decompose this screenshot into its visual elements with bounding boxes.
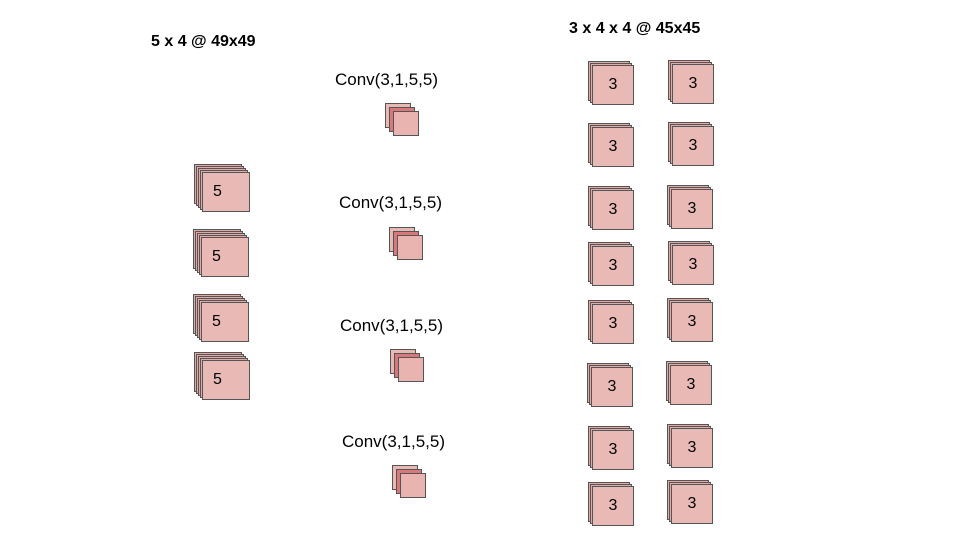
output-stack: 3 <box>588 426 636 472</box>
input-stack-label: 5 <box>202 360 250 400</box>
kernel-layer <box>393 111 419 136</box>
kernel-layer <box>400 473 426 498</box>
output-stack-label: 3 <box>592 304 634 344</box>
input-stack: 5 <box>193 294 251 344</box>
output-stack: 3 <box>667 185 715 231</box>
output-stack: 3 <box>668 60 716 106</box>
conv-kernel-stack <box>385 103 421 137</box>
output-stack: 3 <box>588 61 636 107</box>
output-stack: 3 <box>588 186 636 232</box>
output-stack-label: 3 <box>671 484 713 524</box>
output-stack-label: 3 <box>592 127 634 167</box>
conv-label: Conv(3,1,5,5) <box>335 70 438 89</box>
output-stack: 3 <box>668 122 716 168</box>
conv-kernel-stack <box>392 465 428 499</box>
output-stack-label: 3 <box>671 428 713 468</box>
input-heading: 5 x 4 @ 49x49 <box>151 33 256 50</box>
input-stack-label: 5 <box>201 237 249 277</box>
output-stack: 3 <box>667 298 715 344</box>
output-stack-label: 3 <box>672 126 714 166</box>
conv-label: Conv(3,1,5,5) <box>342 432 445 451</box>
kernel-layer <box>398 357 424 382</box>
output-stack: 3 <box>668 241 716 287</box>
output-stack: 3 <box>666 361 714 407</box>
output-stack: 3 <box>588 482 636 528</box>
output-stack: 3 <box>588 123 636 169</box>
output-stack-label: 3 <box>671 189 713 229</box>
output-stack-label: 3 <box>592 190 634 230</box>
output-stack: 3 <box>588 242 636 288</box>
input-stack-label: 5 <box>201 302 249 342</box>
conv-label: Conv(3,1,5,5) <box>339 193 442 212</box>
kernel-layer <box>397 235 423 260</box>
input-stack: 5 <box>194 164 252 214</box>
output-stack-label: 3 <box>592 430 634 470</box>
conv-kernel-stack <box>389 227 425 261</box>
output-stack: 3 <box>667 480 715 526</box>
conv-kernel-stack <box>390 349 426 383</box>
output-stack-label: 3 <box>671 302 713 342</box>
input-stack: 5 <box>194 352 252 402</box>
output-stack-label: 3 <box>592 65 634 105</box>
output-stack-label: 3 <box>592 246 634 286</box>
output-stack-label: 3 <box>672 245 714 285</box>
input-stack-label: 5 <box>202 172 250 212</box>
output-stack-label: 3 <box>592 486 634 526</box>
output-stack: 3 <box>587 363 635 409</box>
output-heading: 3 x 4 x 4 @ 45x45 <box>569 20 701 37</box>
conv-label: Conv(3,1,5,5) <box>340 316 443 335</box>
output-stack-label: 3 <box>670 365 712 405</box>
output-stack-label: 3 <box>591 367 633 407</box>
output-stack: 3 <box>667 424 715 470</box>
output-stack: 3 <box>588 300 636 346</box>
input-stack: 5 <box>193 229 251 279</box>
output-stack-label: 3 <box>672 64 714 104</box>
